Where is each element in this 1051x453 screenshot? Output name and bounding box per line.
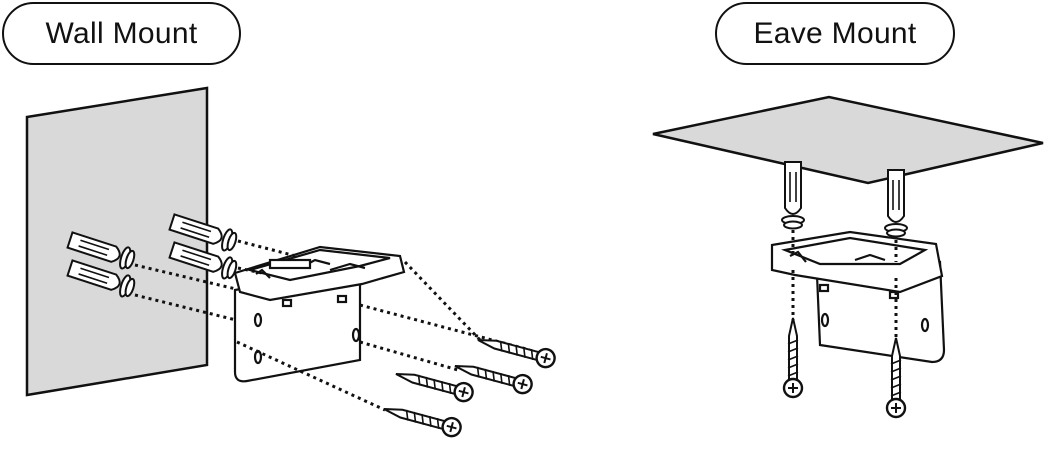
bracket-icon: [233, 245, 406, 383]
guide-lines: [791, 230, 898, 340]
eave-mount-label: Eave Mount: [715, 2, 955, 65]
wall-surface: [25, 86, 209, 397]
wall-mount-label: Wall Mount: [2, 2, 241, 65]
bracket-icon: [770, 230, 946, 364]
screw-icon: [380, 330, 558, 440]
ceiling-surface: [652, 95, 1044, 185]
guide-lines: [134, 239, 531, 412]
